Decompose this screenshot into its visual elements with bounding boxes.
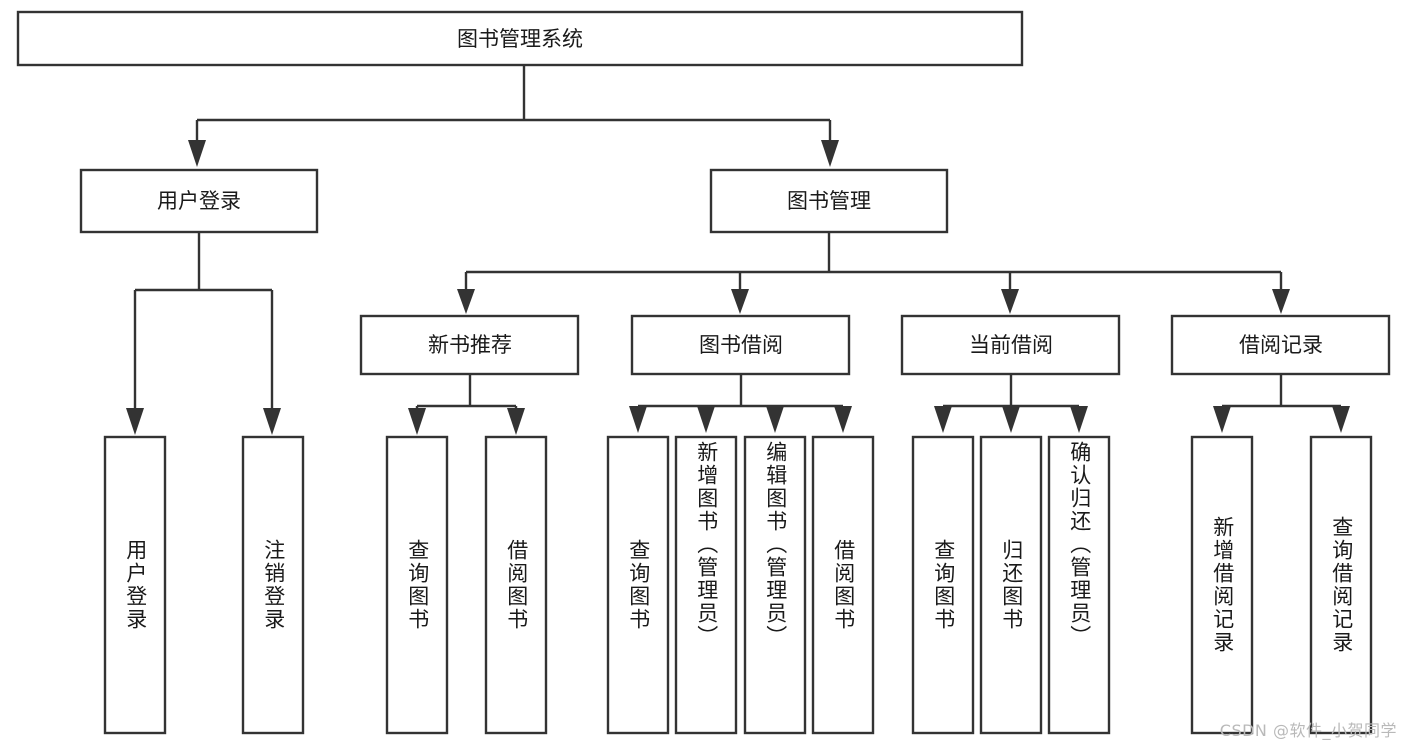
- arrow-root-to-user-login: [188, 140, 206, 167]
- arrow-current-borrow-leaf-3: [1070, 406, 1088, 433]
- user-login-label: 用户登录: [157, 189, 241, 213]
- node-user-login[interactable]: 用户登录: [79, 168, 319, 234]
- leaf-box-book-borrow-2[interactable]: [674, 435, 738, 735]
- book-management-label: 图书管理: [787, 189, 871, 213]
- new-book-recommend-box[interactable]: [359, 314, 580, 376]
- leaf-box-borrow-record-1[interactable]: [1190, 435, 1254, 735]
- node-current-borrow[interactable]: 当前借阅: [900, 314, 1121, 376]
- leaf-box-current-borrow-1[interactable]: [911, 435, 975, 735]
- current-borrow-label: 当前借阅: [969, 333, 1053, 357]
- borrow-record-label: 借阅记录: [1239, 333, 1323, 357]
- arrow-user-login-leaf-2: [263, 408, 281, 435]
- arrow-borrow-record-leaf-1: [1213, 406, 1231, 433]
- borrow-record-box[interactable]: [1170, 314, 1391, 376]
- arrow-book-borrow-leaf-2: [697, 406, 715, 433]
- root-label: 图书管理系统: [457, 27, 583, 51]
- arrow-book-mgmt-to-new-book: [457, 289, 475, 314]
- book-borrow-label: 图书借阅: [699, 333, 783, 357]
- arrow-book-mgmt-to-borrow-record: [1272, 289, 1290, 314]
- book-borrow-box[interactable]: [630, 314, 851, 376]
- leaf-box-new-book-2[interactable]: [484, 435, 548, 735]
- leaf-box-book-borrow-4[interactable]: [811, 435, 875, 735]
- current-borrow-box[interactable]: [900, 314, 1121, 376]
- book-management-box[interactable]: [709, 168, 949, 234]
- arrow-borrow-record-leaf-2: [1332, 406, 1350, 433]
- arrow-book-borrow-leaf-3: [766, 406, 784, 433]
- node-root[interactable]: 图书管理系统: [16, 10, 1024, 67]
- node-book-borrow[interactable]: 图书借阅: [630, 314, 851, 376]
- node-book-management[interactable]: 图书管理: [709, 168, 949, 234]
- leaf-box-borrow-record-2[interactable]: [1309, 435, 1373, 735]
- arrow-book-borrow-leaf-4: [834, 406, 852, 433]
- arrow-new-book-leaf-2: [507, 408, 525, 435]
- arrow-new-book-leaf-1: [408, 408, 426, 435]
- arrow-current-borrow-leaf-2: [1002, 406, 1020, 433]
- leaf-box-current-borrow-3[interactable]: [1047, 435, 1111, 735]
- node-borrow-record[interactable]: 借阅记录: [1170, 314, 1391, 376]
- leaf-box-book-borrow-3[interactable]: [743, 435, 807, 735]
- arrow-book-mgmt-to-book-borrow: [731, 289, 749, 314]
- arrow-root-to-book-mgmt: [821, 140, 839, 167]
- leaf-box-user-login-1[interactable]: [103, 435, 167, 735]
- leaf-box-new-book-1[interactable]: [385, 435, 449, 735]
- arrow-book-mgmt-to-current-borrow: [1001, 289, 1019, 314]
- new-book-recommend-label: 新书推荐: [428, 333, 512, 357]
- node-new-book-recommend[interactable]: 新书推荐: [359, 314, 580, 376]
- arrow-user-login-leaf-1: [126, 408, 144, 435]
- leaf-box-book-borrow-1[interactable]: [606, 435, 670, 735]
- leaf-box-current-borrow-2[interactable]: [979, 435, 1043, 735]
- arrow-current-borrow-leaf-1: [934, 406, 952, 433]
- root-box[interactable]: [16, 10, 1024, 67]
- csdn-watermark: CSDN @软件_小贺同学: [1219, 721, 1397, 740]
- leaf-box-user-login-2[interactable]: [241, 435, 305, 735]
- arrow-book-borrow-leaf-1: [629, 406, 647, 433]
